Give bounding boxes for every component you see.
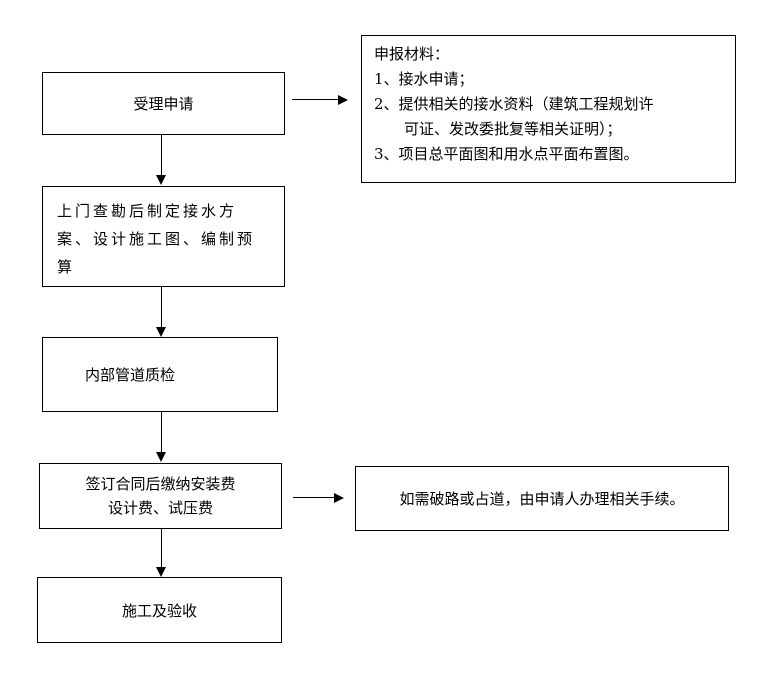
- step-survey-design-budget-line: 上门查勘后制定接水方: [57, 202, 238, 220]
- step-construction-acceptance-label: 施工及验收: [121, 601, 197, 620]
- materials-note-item: 可证、发改委批复等相关证明）；: [404, 120, 622, 138]
- road-permit-note: 如需破路或占道，由申请人办理相关手续。: [355, 466, 729, 531]
- arrow-step4-to-step5-head: [156, 567, 166, 577]
- step-accept-application: 受理申请: [42, 72, 285, 135]
- step-contract-and-fees-line: 签订合同后缴纳安装费: [85, 475, 236, 493]
- arrow-step4-to-step5: [161, 529, 162, 569]
- arrow-to-materials-note: [292, 99, 340, 100]
- step-contract-and-fees: 签订合同后缴纳安装费 设计费、试压费: [39, 463, 282, 529]
- materials-note-item: 3、项目总平面图和用水点平面布置图。: [374, 145, 639, 163]
- step-accept-application-label: 受理申请: [133, 95, 194, 113]
- arrow-step2-to-step3: [161, 287, 162, 329]
- arrow-to-materials-note-head: [338, 95, 348, 105]
- arrow-to-road-note: [293, 497, 335, 498]
- arrow-step3-to-step4-head: [156, 452, 166, 462]
- arrow-step3-to-step4: [161, 412, 162, 454]
- arrow-step1-to-step2: [161, 135, 162, 177]
- step-survey-design-budget-line: 案、设计施工图、编制预: [57, 230, 256, 248]
- step-construction-acceptance: 施工及验收: [37, 577, 282, 643]
- step-survey-design-budget-line: 算: [57, 258, 76, 276]
- arrow-step1-to-step2-head: [156, 175, 166, 185]
- arrow-to-road-note-head: [334, 493, 344, 503]
- step-survey-design-budget: 上门查勘后制定接水方 案、设计施工图、编制预 算: [42, 186, 285, 287]
- road-permit-note-text: 如需破路或占道，由申请人办理相关手续。: [399, 490, 685, 508]
- materials-note: 申报材料： 1、接水申请； 2、提供相关的接水资料（建筑工程规划许 可证、发改委…: [361, 35, 736, 183]
- materials-note-item: 1、接水申请；: [374, 70, 474, 88]
- materials-note-title: 申报材料：: [374, 45, 450, 63]
- materials-note-item: 2、提供相关的接水资料（建筑工程规划许: [374, 95, 654, 113]
- step-contract-and-fees-line: 设计费、试压费: [107, 499, 213, 517]
- step-internal-pipe-inspection-label: 内部管道质检: [84, 366, 175, 384]
- arrow-step2-to-step3-head: [156, 327, 166, 337]
- step-internal-pipe-inspection: 内部管道质检: [42, 337, 278, 412]
